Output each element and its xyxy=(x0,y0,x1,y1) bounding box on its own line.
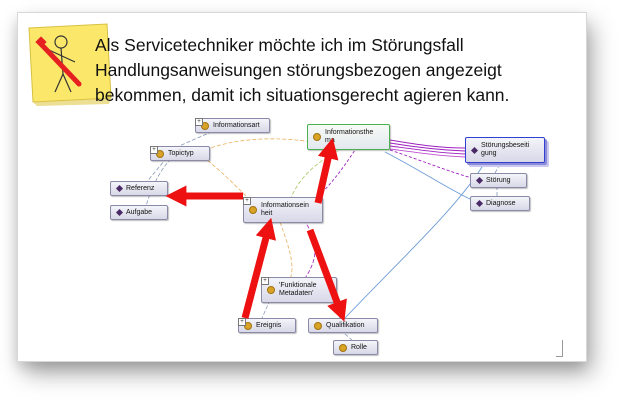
class-icon xyxy=(313,133,321,141)
edge-thema-stoerungsbeseitigung-3 xyxy=(389,145,466,155)
node-qualifikation[interactable]: Qualifikation xyxy=(308,318,378,333)
expand-icon[interactable]: + xyxy=(261,277,269,285)
node-label: Informationsart xyxy=(213,122,260,129)
edge-einheit-thema xyxy=(289,149,341,201)
node-label: Topictyp xyxy=(168,150,194,157)
user-story-heading: Als Servicetechniker möchte ich im Störu… xyxy=(95,33,565,108)
node-rolle[interactable]: Rolle xyxy=(333,340,378,355)
node-label: Diagnose xyxy=(486,200,516,207)
edge-referenz-topictyp xyxy=(144,159,166,185)
node-aufgabe[interactable]: Aufgabe xyxy=(110,205,168,220)
red-arrow-from-ereignis xyxy=(241,217,277,319)
node-funktionale-metadaten[interactable]: + 'Funktionale Metadaten' xyxy=(261,277,337,303)
red-arrow-to-qualifikation xyxy=(306,228,347,322)
edge-thema-diagnose xyxy=(384,151,473,201)
edge-funktionale-ereignis xyxy=(261,299,271,319)
class-icon xyxy=(339,343,347,352)
expand-icon[interactable]: + xyxy=(150,146,158,154)
node-label: Aufgabe xyxy=(126,209,153,216)
node-label: Qualifikation xyxy=(326,322,365,329)
heading-line-1: Als Servicetechniker möchte ich im Störu… xyxy=(95,35,464,55)
heading-line-2: Handlungsanweisungen störungsbezogen ang… xyxy=(95,60,502,80)
edge-einheit-funktionale-b xyxy=(279,221,293,281)
node-label: Ereignis xyxy=(256,322,282,329)
node-label: 'Funktionale Metadaten' xyxy=(279,282,317,297)
node-label: Störung xyxy=(486,177,511,184)
node-referenz[interactable]: Referenz xyxy=(110,181,168,196)
class-icon xyxy=(314,321,322,330)
slide-corner-mark xyxy=(556,340,563,357)
node-ereignis[interactable]: + Ereignis xyxy=(238,318,296,333)
node-informationsart[interactable]: + Informationsart xyxy=(195,118,270,133)
node-label: Rolle xyxy=(351,344,367,351)
node-label: Störungsbeseiti gung xyxy=(481,142,530,157)
node-diagnose[interactable]: Diagnose xyxy=(470,196,530,211)
node-stoerungsbeseitigung[interactable]: Störungsbeseiti gung xyxy=(465,137,545,163)
edge-qualifikation-rolle xyxy=(344,333,353,341)
expand-icon[interactable]: + xyxy=(195,118,203,126)
edge-stoerung-stoerungsbeseitigung xyxy=(494,163,501,174)
class-icon xyxy=(267,286,275,294)
edge-thema-stoerungsbeseitigung-4 xyxy=(389,148,466,158)
red-arrow-to-thema xyxy=(314,137,339,204)
heading-line-3: bekommen, damit ich situationsgerecht ag… xyxy=(95,85,510,105)
expand-icon[interactable]: + xyxy=(243,197,251,205)
class-icon xyxy=(249,206,257,214)
edge-thema-stoerungsbeseitigung-2 xyxy=(389,142,466,152)
node-label: Referenz xyxy=(126,185,155,192)
edge-thema-stoerungsbeseitigung-1 xyxy=(389,139,466,149)
expand-icon[interactable]: + xyxy=(238,318,246,326)
node-topictyp[interactable]: + Topictyp xyxy=(150,146,210,161)
node-stoerung[interactable]: Störung xyxy=(470,173,527,188)
node-label: Informationsein heit xyxy=(261,202,309,217)
sticky-note-figure xyxy=(28,23,112,106)
edge-thema-stoerung xyxy=(389,149,473,179)
